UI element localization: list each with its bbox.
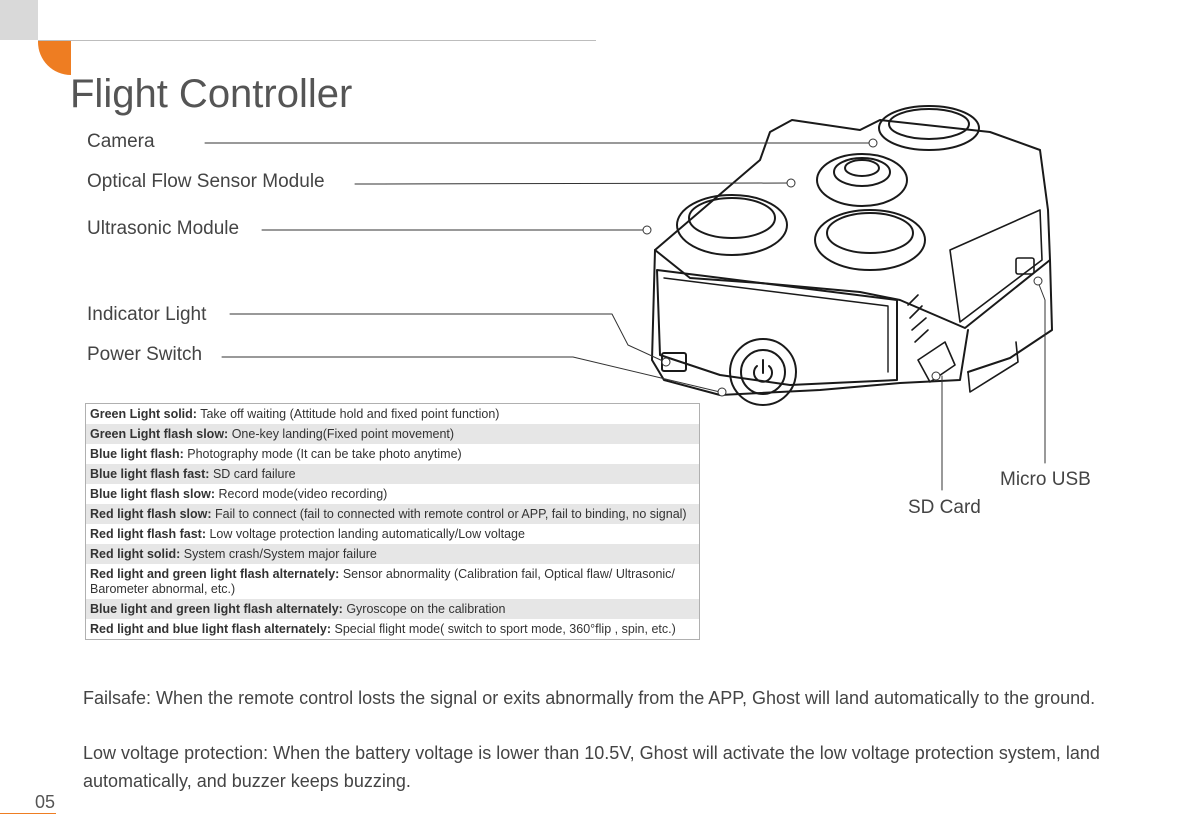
table-row: Red light and green light flash alternat… bbox=[90, 567, 675, 596]
callout-camera: Camera bbox=[87, 131, 155, 152]
front-window bbox=[656, 269, 898, 386]
table-row: Red light flash fast: Low voltage protec… bbox=[90, 527, 525, 541]
table-row: Green Light flash slow: One-key landing(… bbox=[86, 424, 699, 444]
corner-block-gray bbox=[0, 0, 38, 40]
indicator-light-table: Green Light solid: Take off waiting (Att… bbox=[85, 403, 700, 640]
low-voltage-paragraph: Low voltage protection: When the battery… bbox=[83, 743, 1100, 791]
ultrasonic-left bbox=[676, 194, 788, 256]
table-row: Blue light flash: Photography mode (It c… bbox=[90, 447, 462, 461]
ultrasonic-right bbox=[814, 209, 926, 271]
callout-indicator-light: Indicator Light bbox=[87, 304, 207, 325]
callout-micro-usb: Micro USB bbox=[1000, 469, 1091, 490]
table-row: Red light flash slow: Fail to connect (f… bbox=[86, 504, 699, 524]
sd-card-slot bbox=[917, 341, 956, 383]
micro-usb-port bbox=[1015, 257, 1035, 275]
failsafe-paragraph: Failsafe: When the remote control losts … bbox=[83, 688, 1096, 708]
table-row: Blue light flash slow: Record mode(video… bbox=[90, 487, 388, 501]
callout-optical-flow: Optical Flow Sensor Module bbox=[87, 171, 325, 192]
table-row: Blue light and green light flash alterna… bbox=[86, 599, 699, 619]
table-row: Blue light flash fast: SD card failure bbox=[86, 464, 699, 484]
page-number: 05 bbox=[35, 792, 56, 812]
callout-ultrasonic: Ultrasonic Module bbox=[87, 218, 240, 239]
page-number-rule bbox=[0, 813, 56, 814]
callout-sd-card: SD Card bbox=[908, 497, 981, 518]
device-right-shell bbox=[967, 259, 1053, 373]
page-title: Flight Controller bbox=[70, 72, 353, 116]
callout-power-switch: Power Switch bbox=[87, 344, 203, 365]
camera-lens bbox=[878, 105, 980, 151]
table-row: Red light and blue light flash alternate… bbox=[90, 622, 676, 636]
device-top-outline bbox=[654, 119, 1051, 329]
side-panel bbox=[949, 209, 1043, 323]
table-row: Green Light solid: Take off waiting (Att… bbox=[90, 407, 500, 421]
optical-flow-sensor bbox=[816, 153, 908, 207]
table-row: Red light solid: System crash/System maj… bbox=[86, 544, 699, 564]
header-rule bbox=[38, 40, 596, 41]
power-switch-housing bbox=[729, 338, 797, 406]
